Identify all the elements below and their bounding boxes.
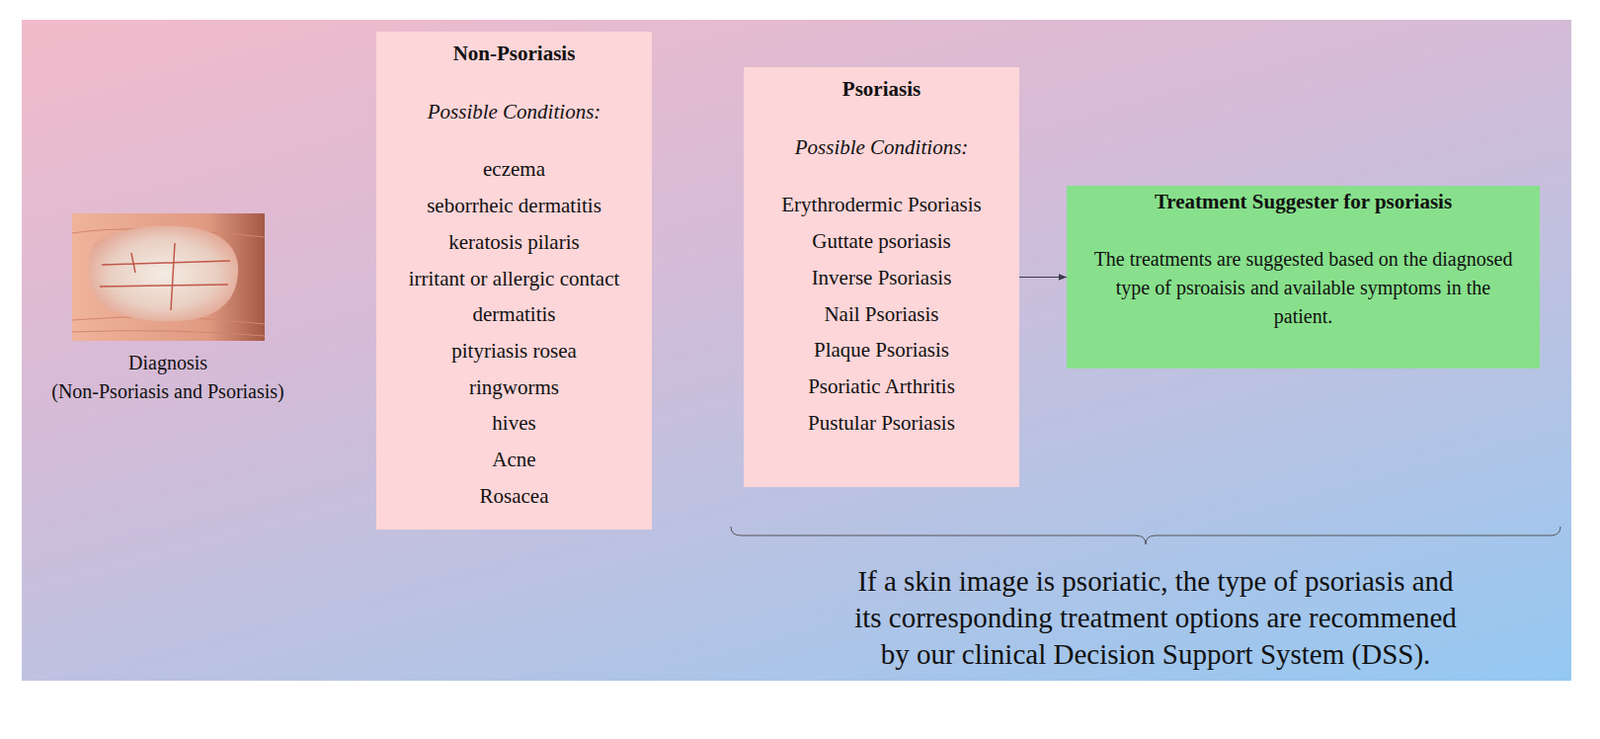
connector-arrow [1019, 276, 1067, 278]
box-heading: Psoriasis [753, 71, 1010, 108]
box-heading: Non-Psoriasis [386, 35, 642, 73]
box-text: The treatments are suggested based on th… [1090, 244, 1517, 331]
summary-note: If a skin image is psoriatic, the type o… [755, 562, 1556, 673]
box-text: eczema [386, 151, 642, 188]
box-text: Inverse Psoriasis [753, 259, 1010, 297]
box-text: irritant or allergic contact dermatitis [386, 260, 642, 333]
image-caption: (Non-Psoriasis and Psoriasis) [19, 378, 317, 404]
plaque-cracks [99, 242, 231, 311]
box-subheading: Possible Conditions: [753, 129, 1010, 166]
box-text: Erythrodermic Psoriasis [753, 186, 1010, 224]
box-heading: Treatment Suggester for psoriasis [1090, 187, 1517, 217]
category-box: Non-PsoriasisPossible Conditions: eczemas… [376, 31, 652, 530]
scaly-plaque [88, 226, 240, 322]
box-text: Pustular Psoriasis [753, 404, 1010, 442]
image-caption: Diagnosis [19, 349, 317, 376]
box-text: seborrheic dermatitis [386, 187, 642, 225]
box-text: pityriasis rosea [386, 332, 642, 370]
box-text: Acne [386, 441, 642, 479]
skin-ground [72, 213, 265, 341]
box-text: keratosis pilaris [386, 224, 642, 261]
box-text: Nail Psoriasis [753, 296, 1010, 333]
treatment-box: Treatment Suggester for psoriasisThe tre… [1066, 185, 1540, 369]
category-box: PsoriasisPossible Conditions: Erythroderm… [743, 67, 1020, 487]
skin-photo [72, 213, 265, 341]
box-text: hives [386, 404, 642, 442]
box-text: Rosacea [386, 478, 642, 515]
box-subheading: Possible Conditions: [386, 93, 642, 131]
box-text: Guttate psoriasis [753, 223, 1010, 260]
box-text: ringworms [386, 369, 642, 406]
box-text: Plaque Psoriasis [753, 331, 1010, 369]
curly-brace [730, 526, 1561, 545]
box-text: Psoriatic Arthritis [753, 368, 1010, 405]
